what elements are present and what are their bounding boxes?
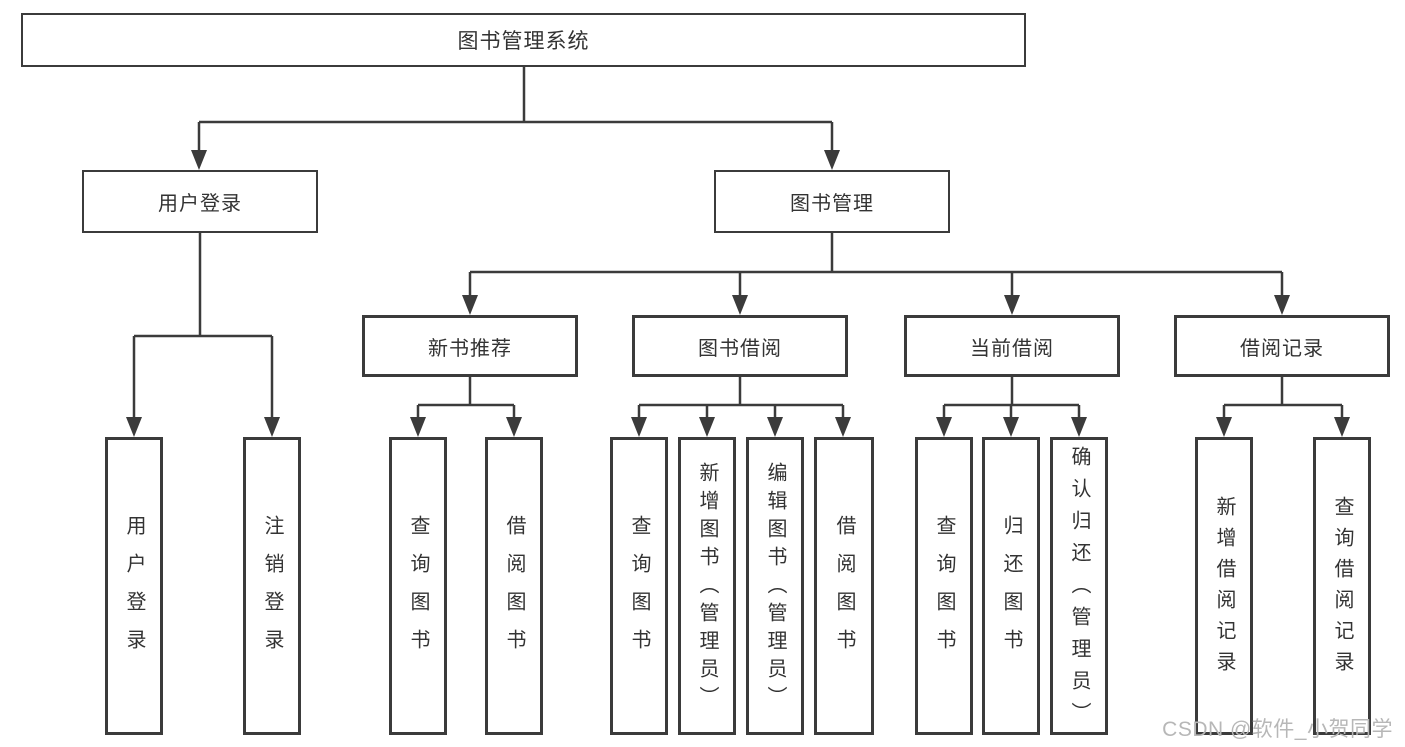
leaf-label: 借阅图书 bbox=[833, 514, 855, 667]
node-borrowing-records: 借阅记录 bbox=[1174, 315, 1390, 377]
csdn-watermark: CSDN @软件_小贺同学 bbox=[1162, 718, 1393, 741]
leaf-label: 查询借阅记录 bbox=[1331, 495, 1353, 682]
node-label: 图书借阅 bbox=[698, 337, 782, 360]
node-label: 当前借阅 bbox=[970, 337, 1054, 360]
leaf-bb-edit-books-admin: 编辑图书（管理员） bbox=[746, 437, 804, 735]
node-label: 新书推荐 bbox=[428, 337, 512, 360]
node-label: 图书管理 bbox=[790, 193, 874, 215]
node-label: 图书管理系统 bbox=[457, 30, 590, 53]
leaf-label: 编辑图书（管理员） bbox=[764, 462, 786, 714]
leaf-label: 查询图书 bbox=[407, 514, 429, 667]
leaf-bb-add-books-admin: 新增图书（管理员） bbox=[678, 437, 736, 735]
leaf-cb-query-books: 查询图书 bbox=[915, 437, 973, 735]
node-book-borrowing: 图书借阅 bbox=[632, 315, 848, 377]
node-book-management: 图书管理 bbox=[714, 170, 950, 233]
node-new-book-recommendation: 新书推荐 bbox=[362, 315, 578, 377]
leaf-label: 用户登录 bbox=[123, 514, 145, 667]
leaf-label: 查询图书 bbox=[933, 514, 955, 667]
leaf-br-query-record: 查询借阅记录 bbox=[1313, 437, 1371, 735]
connector-paths bbox=[132, 67, 1344, 418]
leaf-label: 新增借阅记录 bbox=[1213, 495, 1235, 682]
node-library-management-system: 图书管理系统 bbox=[21, 13, 1026, 67]
node-current-borrowing: 当前借阅 bbox=[904, 315, 1120, 377]
leaf-bb-borrow-books: 借阅图书 bbox=[814, 437, 874, 735]
node-label: 借阅记录 bbox=[1240, 337, 1324, 360]
arrowheads bbox=[126, 150, 1350, 437]
leaf-label: 归还图书 bbox=[1000, 514, 1022, 667]
leaf-nb-borrow-books: 借阅图书 bbox=[485, 437, 543, 735]
node-user-login: 用户登录 bbox=[82, 170, 318, 233]
leaf-br-add-record: 新增借阅记录 bbox=[1195, 437, 1253, 735]
leaf-logout: 注销登录 bbox=[243, 437, 301, 735]
leaf-cb-return-books: 归还图书 bbox=[982, 437, 1040, 735]
node-label: 用户登录 bbox=[158, 193, 242, 215]
leaf-cb-confirm-return-admin: 确认归还（管理员） bbox=[1050, 437, 1108, 735]
leaf-nb-query-books: 查询图书 bbox=[389, 437, 447, 735]
leaf-label: 确认归还（管理员） bbox=[1068, 446, 1090, 734]
leaf-label: 新增图书（管理员） bbox=[696, 462, 718, 714]
leaf-label: 注销登录 bbox=[261, 514, 283, 667]
leaf-label: 借阅图书 bbox=[503, 514, 525, 667]
leaf-bb-query-books: 查询图书 bbox=[610, 437, 668, 735]
leaf-user-login: 用户登录 bbox=[105, 437, 163, 735]
leaf-label: 查询图书 bbox=[628, 514, 650, 667]
